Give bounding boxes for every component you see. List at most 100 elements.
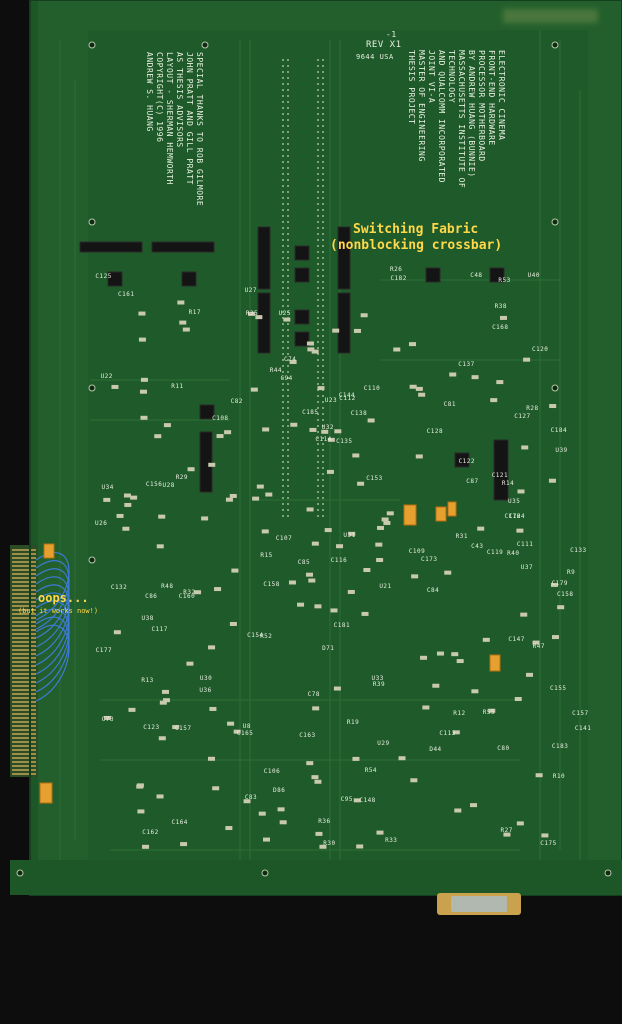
via	[322, 239, 324, 241]
via	[322, 59, 324, 61]
smd-pad	[161, 689, 169, 694]
smd-pad	[261, 529, 269, 534]
ic-chip	[294, 245, 310, 261]
via	[317, 251, 319, 253]
refdes-label: R26	[390, 265, 403, 273]
smd-pad	[142, 844, 150, 849]
refdes-label: C176	[504, 512, 521, 520]
refdes-label: C123	[143, 723, 160, 731]
refdes-label: C114	[315, 435, 332, 443]
via	[282, 455, 284, 457]
refdes-label: U8	[242, 722, 251, 730]
refdes-label: U34	[101, 483, 114, 491]
via	[287, 245, 289, 247]
via	[317, 425, 319, 427]
via	[287, 179, 289, 181]
refdes-label: C135	[336, 438, 353, 446]
smd-pad	[314, 779, 322, 784]
refdes-label: R29	[175, 474, 189, 482]
via	[282, 359, 284, 361]
ic-chip	[199, 431, 213, 493]
via	[282, 443, 284, 445]
via	[282, 293, 284, 295]
via	[317, 275, 319, 277]
via	[322, 473, 324, 475]
via	[282, 491, 284, 493]
switching-fabric-subtitle: (nonblocking crossbar)	[330, 238, 503, 253]
mount-hole	[261, 869, 269, 877]
via	[317, 359, 319, 361]
via	[287, 287, 289, 289]
smd-pad	[312, 706, 320, 711]
smd-pad	[158, 736, 166, 741]
smd-pad	[393, 347, 401, 352]
via	[322, 149, 324, 151]
via	[317, 455, 319, 457]
jumper-wire	[35, 584, 70, 657]
via	[282, 479, 284, 481]
via	[317, 65, 319, 67]
via	[322, 185, 324, 187]
refdes-label: U25	[278, 310, 291, 318]
refdes-label: U37	[520, 563, 534, 571]
mount-hole	[88, 556, 96, 564]
via	[322, 485, 324, 487]
via	[282, 431, 284, 433]
via	[317, 77, 319, 79]
refdes-label: U22	[100, 373, 113, 380]
ic-chip	[181, 271, 197, 287]
via	[317, 119, 319, 121]
refdes-label: C112	[339, 395, 356, 403]
via	[287, 431, 289, 433]
smd-pad	[159, 700, 167, 705]
via	[322, 179, 324, 181]
smd-pad	[363, 567, 371, 572]
refdes-label: R54	[364, 766, 378, 774]
smd-pad	[456, 659, 464, 664]
smd-pad	[471, 375, 479, 380]
refdes-label: R36	[318, 817, 331, 825]
smd-pad	[307, 347, 315, 352]
refdes-label: U38	[141, 615, 154, 623]
smd-pad	[179, 320, 187, 325]
jumper-wire	[35, 616, 70, 693]
via	[282, 119, 284, 121]
via	[317, 365, 319, 367]
mount-hole	[604, 869, 612, 877]
smd-pad	[327, 437, 335, 442]
smd-pad	[309, 427, 317, 432]
refdes-label: C132	[110, 584, 128, 592]
smd-pad	[163, 423, 171, 428]
smd-pad	[263, 837, 271, 842]
smd-pad	[140, 415, 148, 420]
via	[287, 449, 289, 451]
refdes-label: C184	[550, 427, 568, 435]
via	[282, 185, 284, 187]
via	[287, 335, 289, 337]
via	[287, 137, 289, 139]
via	[317, 293, 319, 295]
via	[317, 203, 319, 205]
smd-pad	[311, 541, 319, 546]
smd-pad	[367, 418, 375, 423]
via	[282, 89, 284, 91]
via	[317, 341, 319, 343]
via	[322, 143, 324, 145]
jumper-wire	[35, 560, 70, 630]
via	[322, 281, 324, 283]
refdes-label: C158	[263, 580, 280, 588]
oops-title: oops...	[38, 591, 89, 605]
via	[322, 407, 324, 409]
via	[287, 203, 289, 205]
via	[317, 185, 319, 187]
refdes-label: R52	[260, 633, 273, 641]
refdes-label: R39	[372, 681, 386, 689]
via	[317, 443, 319, 445]
refdes-label: C147	[508, 635, 525, 643]
refdes-label: C81	[443, 400, 456, 408]
smd-pad	[377, 525, 385, 530]
via	[322, 173, 324, 175]
via	[322, 365, 324, 367]
via	[282, 473, 284, 475]
refdes-label: U26	[95, 520, 108, 528]
